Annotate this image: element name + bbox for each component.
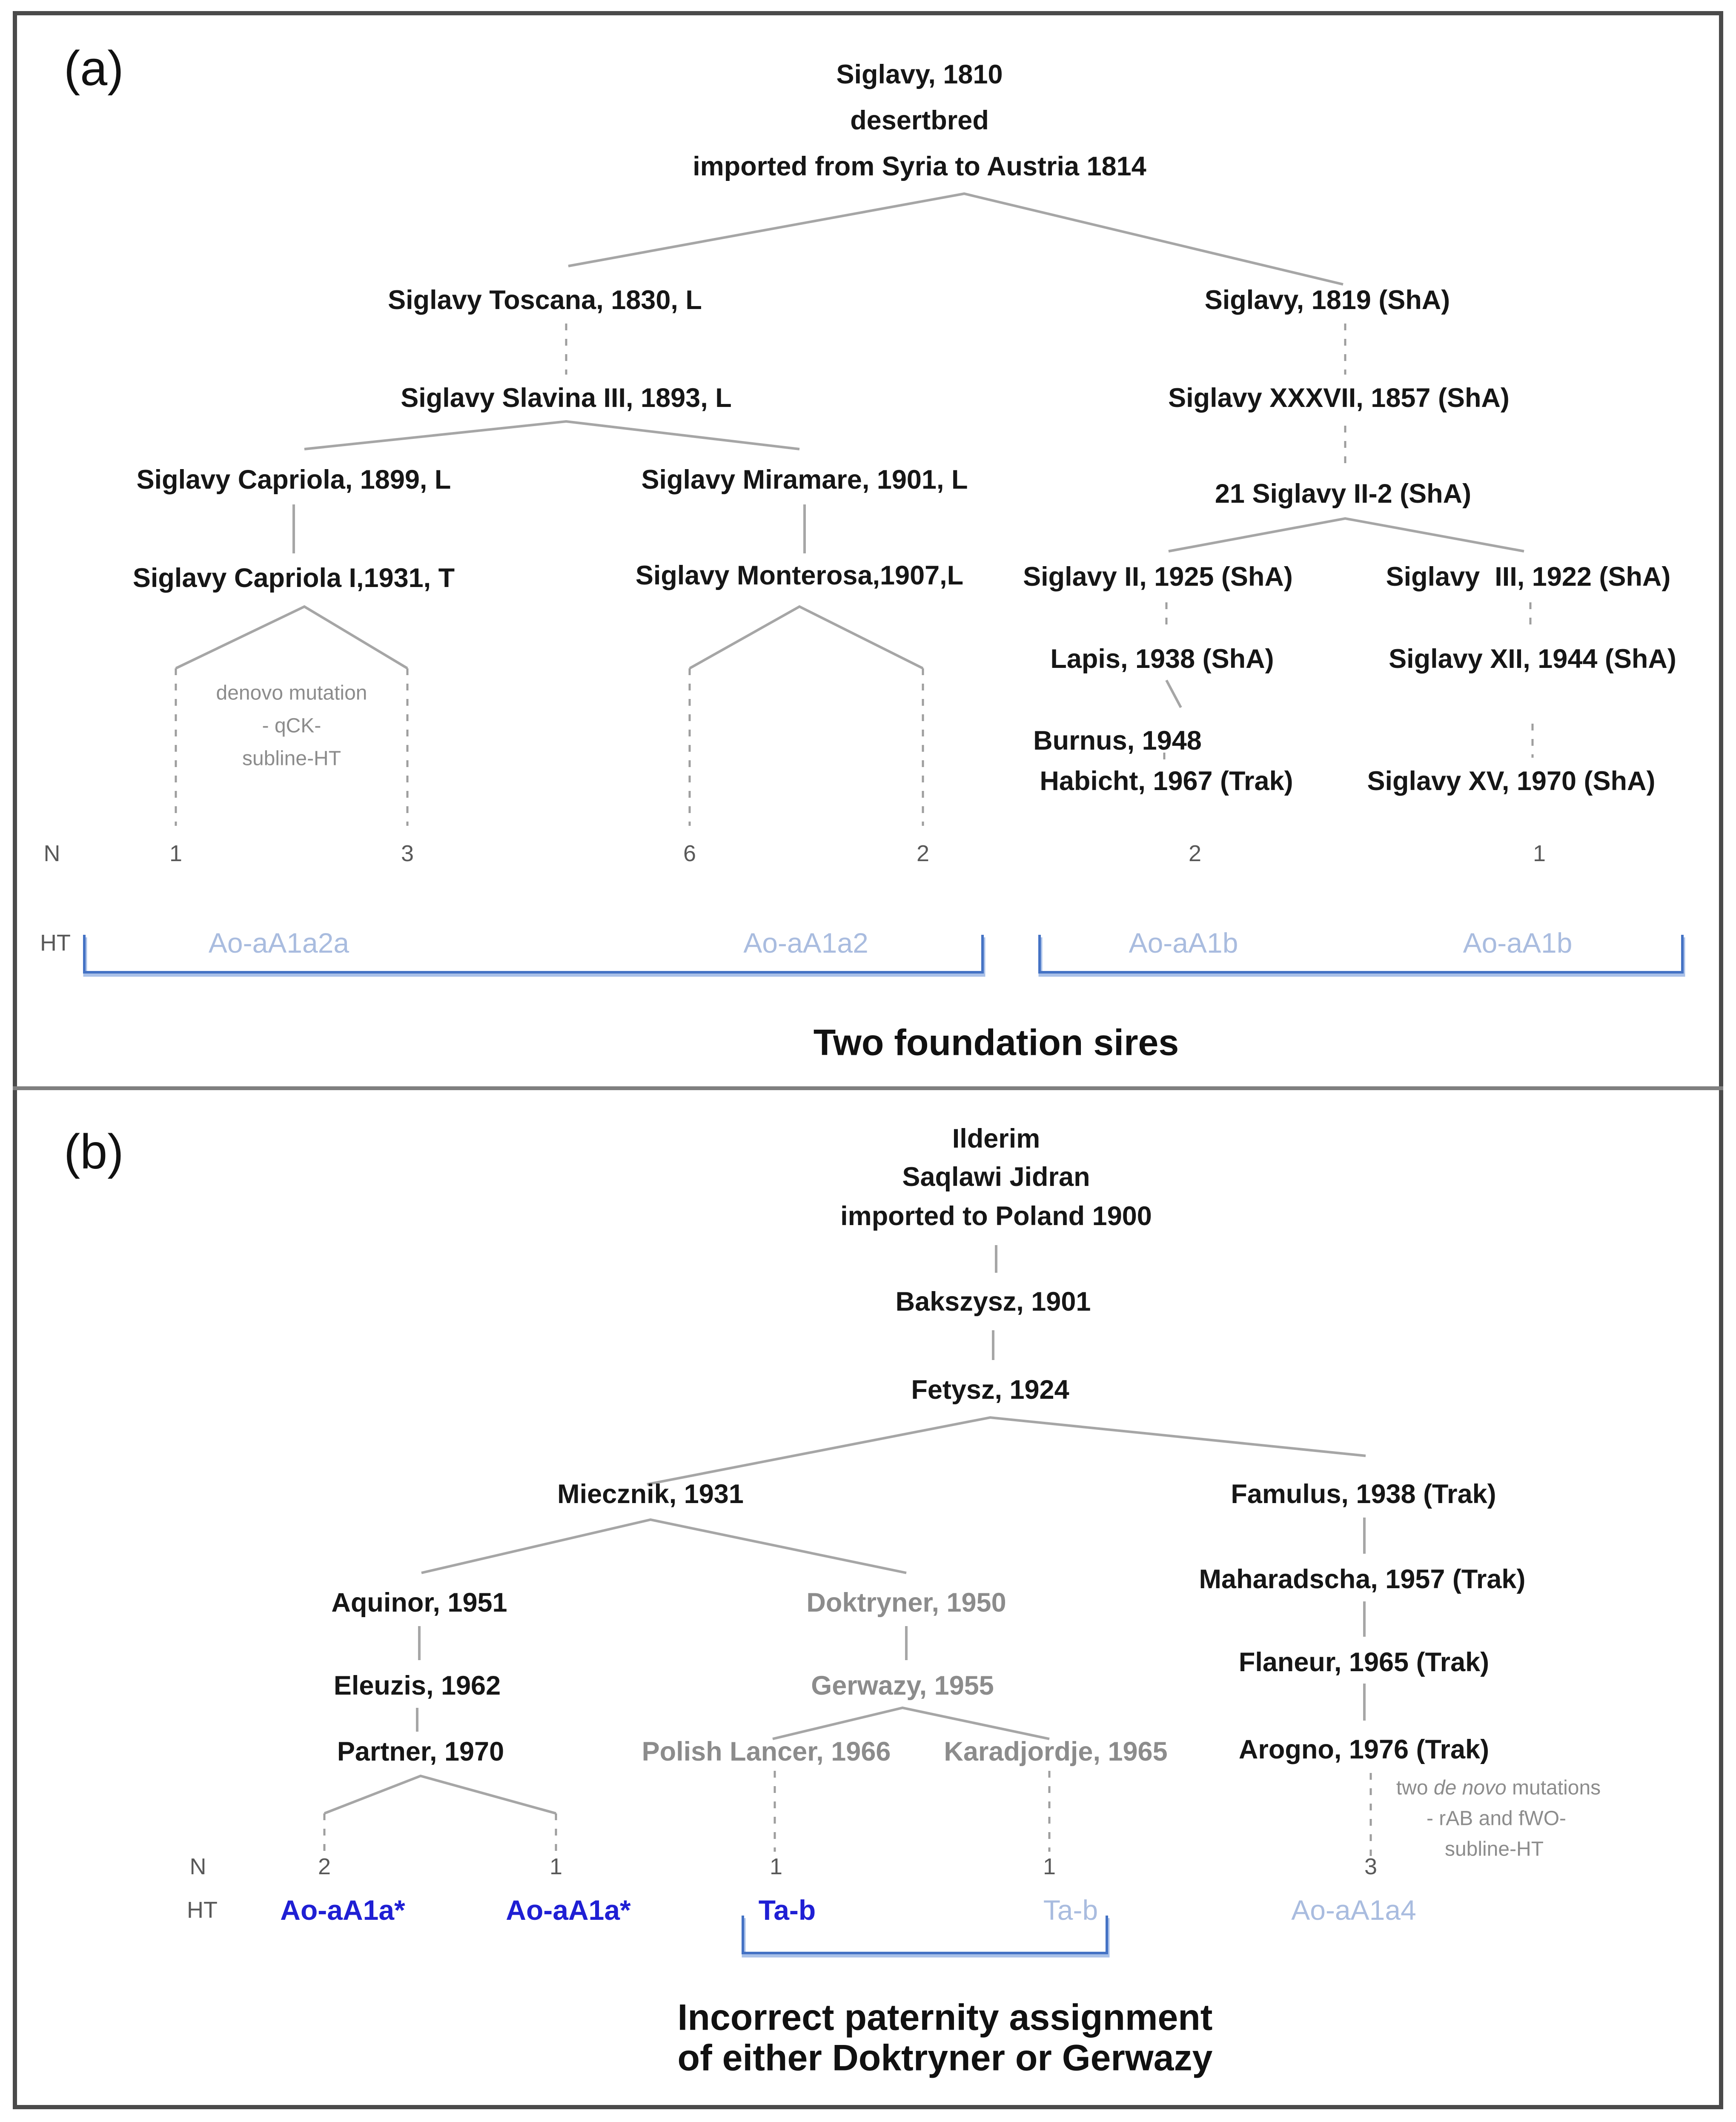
node-siglavy-ii2: 21 Siglavy II-2 (ShA) [1215,479,1472,509]
node-partner: Partner, 1970 [337,1737,504,1767]
node-doktryner: Doktryner, 1950 [806,1588,1006,1618]
node-siglavy-xii: Siglavy XII, 1944 (ShA) [1389,644,1676,674]
caption-a: Two foundation sires [813,1022,1179,1063]
n-row-label-a: N [43,841,60,866]
connector-slavina-split [304,420,800,450]
connector-root-split-a [568,192,1344,286]
count-polish-lancer: 1 [769,1854,783,1879]
haplotype-ao-aa1a2: Ao-aA1a2 [743,927,868,959]
mutation-note-b-line3: subline-HT [1444,1838,1544,1861]
count-monterosa-left: 6 [683,841,696,866]
mutation-note-b-italic: de novo [1433,1776,1507,1799]
bracket-b [742,1916,1108,1954]
node-siglavy-iii: Siglavy III, 1922 (ShA) [1386,562,1671,592]
node-eleuzis: Eleuzis, 1962 [333,1671,501,1701]
haplotype-ao-aa1a2a: Ao-aA1a2a [208,927,349,959]
node-lapis: Lapis, 1938 (ShA) [1050,644,1274,674]
count-siglavy-xv: 1 [1533,841,1546,866]
panel-divider [13,1086,1723,1090]
node-root-b-import: imported to Poland 1900 [840,1201,1152,1231]
mutation-note-b-line1: two de novo mutations [1396,1776,1601,1800]
node-miramare: Siglavy Miramare, 1901, L [641,465,968,495]
caption-b-line2: of either Doktryner or Gerwazy [677,2037,1213,2079]
node-gerwazy: Gerwazy, 1955 [811,1671,994,1701]
bracket-a-right [1038,935,1684,974]
count-partner-right: 1 [549,1854,563,1879]
count-capriola-right: 3 [401,841,414,866]
haplotype-ao-aa1b-left: Ao-aA1b [1129,927,1238,959]
node-slavina: Siglavy Slavina III, 1893, L [401,383,732,413]
haplotype-ao-aa1a-star-left: Ao-aA1a* [280,1894,405,1926]
bracket-a-left [83,935,984,974]
node-capriola: Siglavy Capriola, 1899, L [136,465,451,495]
node-root-b-name: Ilderim [952,1124,1040,1154]
panel-b-label: (b) [64,1125,124,1179]
node-famulus: Famulus, 1938 (Trak) [1231,1479,1496,1509]
mutation-note-a-line2: - qCK- [262,714,321,737]
node-root-b-strain: Saqlawi Jidran [902,1162,1090,1192]
node-capriola-i: Siglavy Capriola I,1931, T [132,563,455,593]
count-habicht: 2 [1188,841,1202,866]
count-arogno: 3 [1364,1854,1378,1879]
node-habicht: Habicht, 1967 (Trak) [1040,766,1293,796]
node-aquinor: Aquinor, 1951 [331,1588,507,1618]
haplotype-ao-aa1a-star-right: Ao-aA1a* [506,1894,631,1926]
node-siglavy-xv: Siglavy XV, 1970 (ShA) [1367,766,1656,796]
node-siglavy-ii: Siglavy II, 1925 (ShA) [1023,562,1293,592]
connector-gerwazy-split [772,1706,1050,1740]
node-fetysz: Fetysz, 1924 [911,1375,1069,1405]
mutation-note-b-pre: two [1396,1776,1434,1799]
node-root-a-import: imported from Syria to Austria 1814 [693,152,1146,181]
connector-miecznik-split [421,1518,907,1574]
tent-monterosa [689,605,924,670]
count-monterosa-right: 2 [916,841,930,866]
caption-b-line1: Incorrect paternity assignment [677,1997,1213,2038]
tent-partner [324,1774,556,1815]
mutation-note-b-line2: - rAB and fWO- [1426,1807,1567,1830]
node-monterosa: Siglavy Monterosa,1907,L [635,561,964,590]
node-arogno: Arogno, 1976 (Trak) [1238,1735,1490,1764]
ht-row-label-b: HT [187,1897,218,1923]
node-toscana: Siglavy Toscana, 1830, L [388,285,702,315]
node-burnus: Burnus, 1948 [1033,726,1202,756]
mutation-note-a-line3: subline-HT [242,747,341,770]
connector-ii2-split [1168,517,1524,553]
count-capriola-left: 1 [169,841,183,866]
tent-capriola1 [175,605,408,670]
node-bakszysz: Bakszysz, 1901 [895,1287,1091,1317]
connector-lapis-burnus [1165,679,1182,708]
node-siglavy-xxxvii: Siglavy XXXVII, 1857 (ShA) [1168,383,1510,413]
haplotype-ao-aa1b-right: Ao-aA1b [1463,927,1573,959]
count-karadjordje: 1 [1043,1854,1056,1879]
panel-a-label: (a) [64,41,124,96]
outer-border [13,11,1723,2109]
node-siglavy-1819: Siglavy, 1819 (ShA) [1204,285,1450,315]
node-miecznik: Miecznik, 1931 [557,1479,744,1509]
mutation-note-b-post: mutations [1506,1776,1601,1799]
mutation-note-a-line1: denovo mutation [216,682,367,704]
ht-row-label-a: HT [40,930,71,956]
node-root-a-name: Siglavy, 1810 [836,60,1003,89]
node-root-a-desc: desertbred [850,106,989,135]
haplotype-ta-b-light: Ta-b [1043,1894,1098,1926]
node-maharadscha: Maharadscha, 1957 (Trak) [1199,1564,1526,1594]
node-flaneur: Flaneur, 1965 (Trak) [1238,1647,1490,1677]
node-karadjordje: Karadjordje, 1965 [944,1737,1168,1767]
node-polish-lancer: Polish Lancer, 1966 [642,1737,891,1767]
haplotype-ao-aa1a4: Ao-aA1a4 [1291,1894,1416,1926]
count-partner-left: 2 [318,1854,331,1879]
n-row-label-b: N [189,1854,206,1879]
connector-fetysz-split [647,1416,1366,1486]
haplotype-ta-b-dark: Ta-b [758,1894,816,1926]
